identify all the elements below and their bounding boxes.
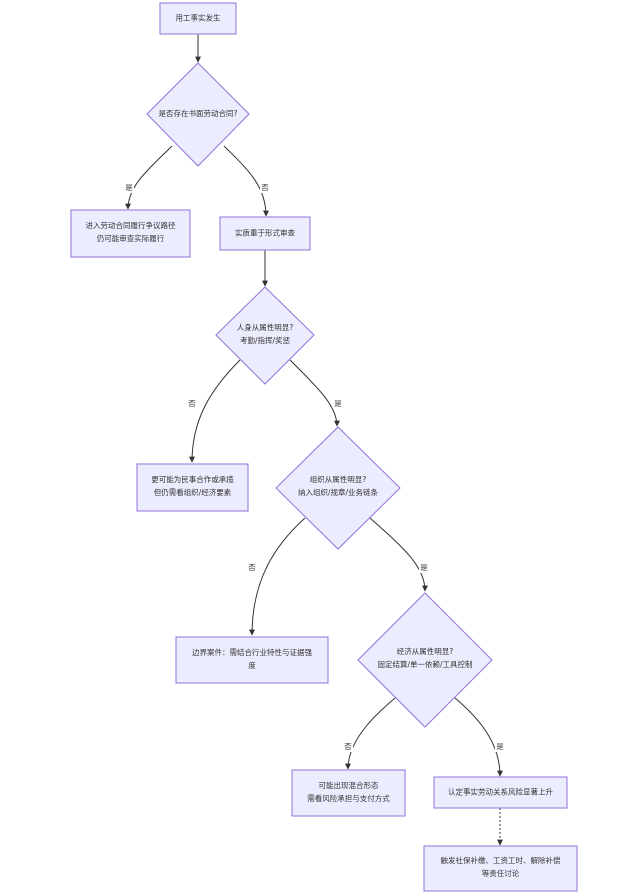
edge-label-personal-yes: 是 bbox=[334, 399, 342, 408]
node-substance-review-line-1: 实质重于形式审查 bbox=[235, 228, 295, 238]
node-liabilities-line-1: 触发社保补缴、工资工时、解除补偿 bbox=[441, 855, 561, 865]
node-liabilities-line-2: 等责任讨论 bbox=[482, 868, 520, 878]
node-mixed-form-line-2: 需看风险承担与支付方式 bbox=[307, 793, 390, 803]
edge-econ-yes bbox=[454, 697, 503, 777]
edge-econ-no bbox=[345, 697, 396, 770]
node-civil-contract-line-2: 但仍需看组织/经济要素 bbox=[154, 487, 232, 497]
edge-label-contract-no: 否 bbox=[261, 183, 269, 192]
node-mixed-form: 可能出现混合形态 需看风险承担与支付方式 bbox=[291, 769, 406, 817]
node-start: 用工事实发生 bbox=[159, 2, 237, 35]
node-q-personal-line-1: 人身从属性明显? bbox=[237, 322, 293, 332]
node-q-org-line-1: 组织从属性明显? bbox=[310, 474, 366, 484]
node-contract-path-line-1: 进入劳动合同履行争议路径 bbox=[86, 220, 176, 230]
node-q-personal: 人身从属性明显? 考勤/指挥/奖惩 bbox=[215, 286, 315, 385]
node-q-org: 组织从属性明显? 纳入组织/规章/业务链条 bbox=[275, 426, 401, 550]
edge-label-org-no: 否 bbox=[248, 563, 256, 572]
node-boundary-case-line-2: 度 bbox=[248, 660, 256, 670]
node-labor-risk-line-1: 认定事实劳动关系风险显著上升 bbox=[448, 787, 553, 797]
node-q-econ: 经济从属性明显? 固定结算/单一依赖/工具控制 bbox=[357, 592, 493, 728]
node-contract-path-line-2: 仍可能审查实际履行 bbox=[97, 233, 165, 243]
node-civil-contract: 更可能为民事合作或承揽 但仍需看组织/经济要素 bbox=[136, 463, 249, 512]
edge-contract-no bbox=[223, 145, 269, 217]
node-q-contract-line-1: 是否存在书面劳动合同? bbox=[159, 108, 238, 118]
edge-label-econ-no: 否 bbox=[344, 742, 352, 751]
edge-org-yes bbox=[369, 517, 428, 592]
node-boundary-case: 边界案件：需结合行业特性与证据强 度 bbox=[175, 636, 329, 684]
node-liabilities: 触发社保补缴、工资工时、解除补偿 等责任讨论 bbox=[423, 845, 578, 892]
edge-label-econ-yes: 是 bbox=[496, 742, 504, 751]
edge-contract-yes bbox=[125, 145, 173, 210]
node-civil-contract-line-1: 更可能为民事合作或承揽 bbox=[151, 474, 234, 484]
edge-label-personal-no: 否 bbox=[188, 399, 196, 408]
node-contract-path: 进入劳动合同履行争议路径 仍可能审查实际履行 bbox=[70, 209, 191, 258]
edge-personal-yes bbox=[289, 359, 340, 427]
node-q-contract: 是否存在书面劳动合同? bbox=[146, 62, 250, 167]
node-q-econ-line-1: 经济从属性明显? bbox=[397, 646, 453, 656]
node-q-econ-line-2: 固定结算/单一依赖/工具控制 bbox=[377, 659, 472, 669]
node-q-personal-line-2: 考勤/指挥/奖惩 bbox=[240, 335, 291, 345]
node-mixed-form-line-1: 可能出现混合形态 bbox=[319, 780, 379, 790]
node-start-line-1: 用工事实发生 bbox=[176, 13, 221, 23]
node-labor-risk: 认定事实劳动关系风险显著上升 bbox=[433, 776, 568, 809]
node-q-org-line-2: 纳入组织/规章/业务链条 bbox=[298, 487, 379, 497]
edge-personal-no bbox=[189, 359, 241, 463]
edge-label-contract-yes: 是 bbox=[125, 183, 133, 192]
edge-org-no bbox=[249, 517, 306, 636]
node-boundary-case-line-1: 边界案件：需结合行业特性与证据强 bbox=[192, 647, 312, 657]
node-substance-review: 实质重于形式审查 bbox=[219, 216, 311, 251]
edge-label-org-yes: 是 bbox=[420, 563, 428, 572]
